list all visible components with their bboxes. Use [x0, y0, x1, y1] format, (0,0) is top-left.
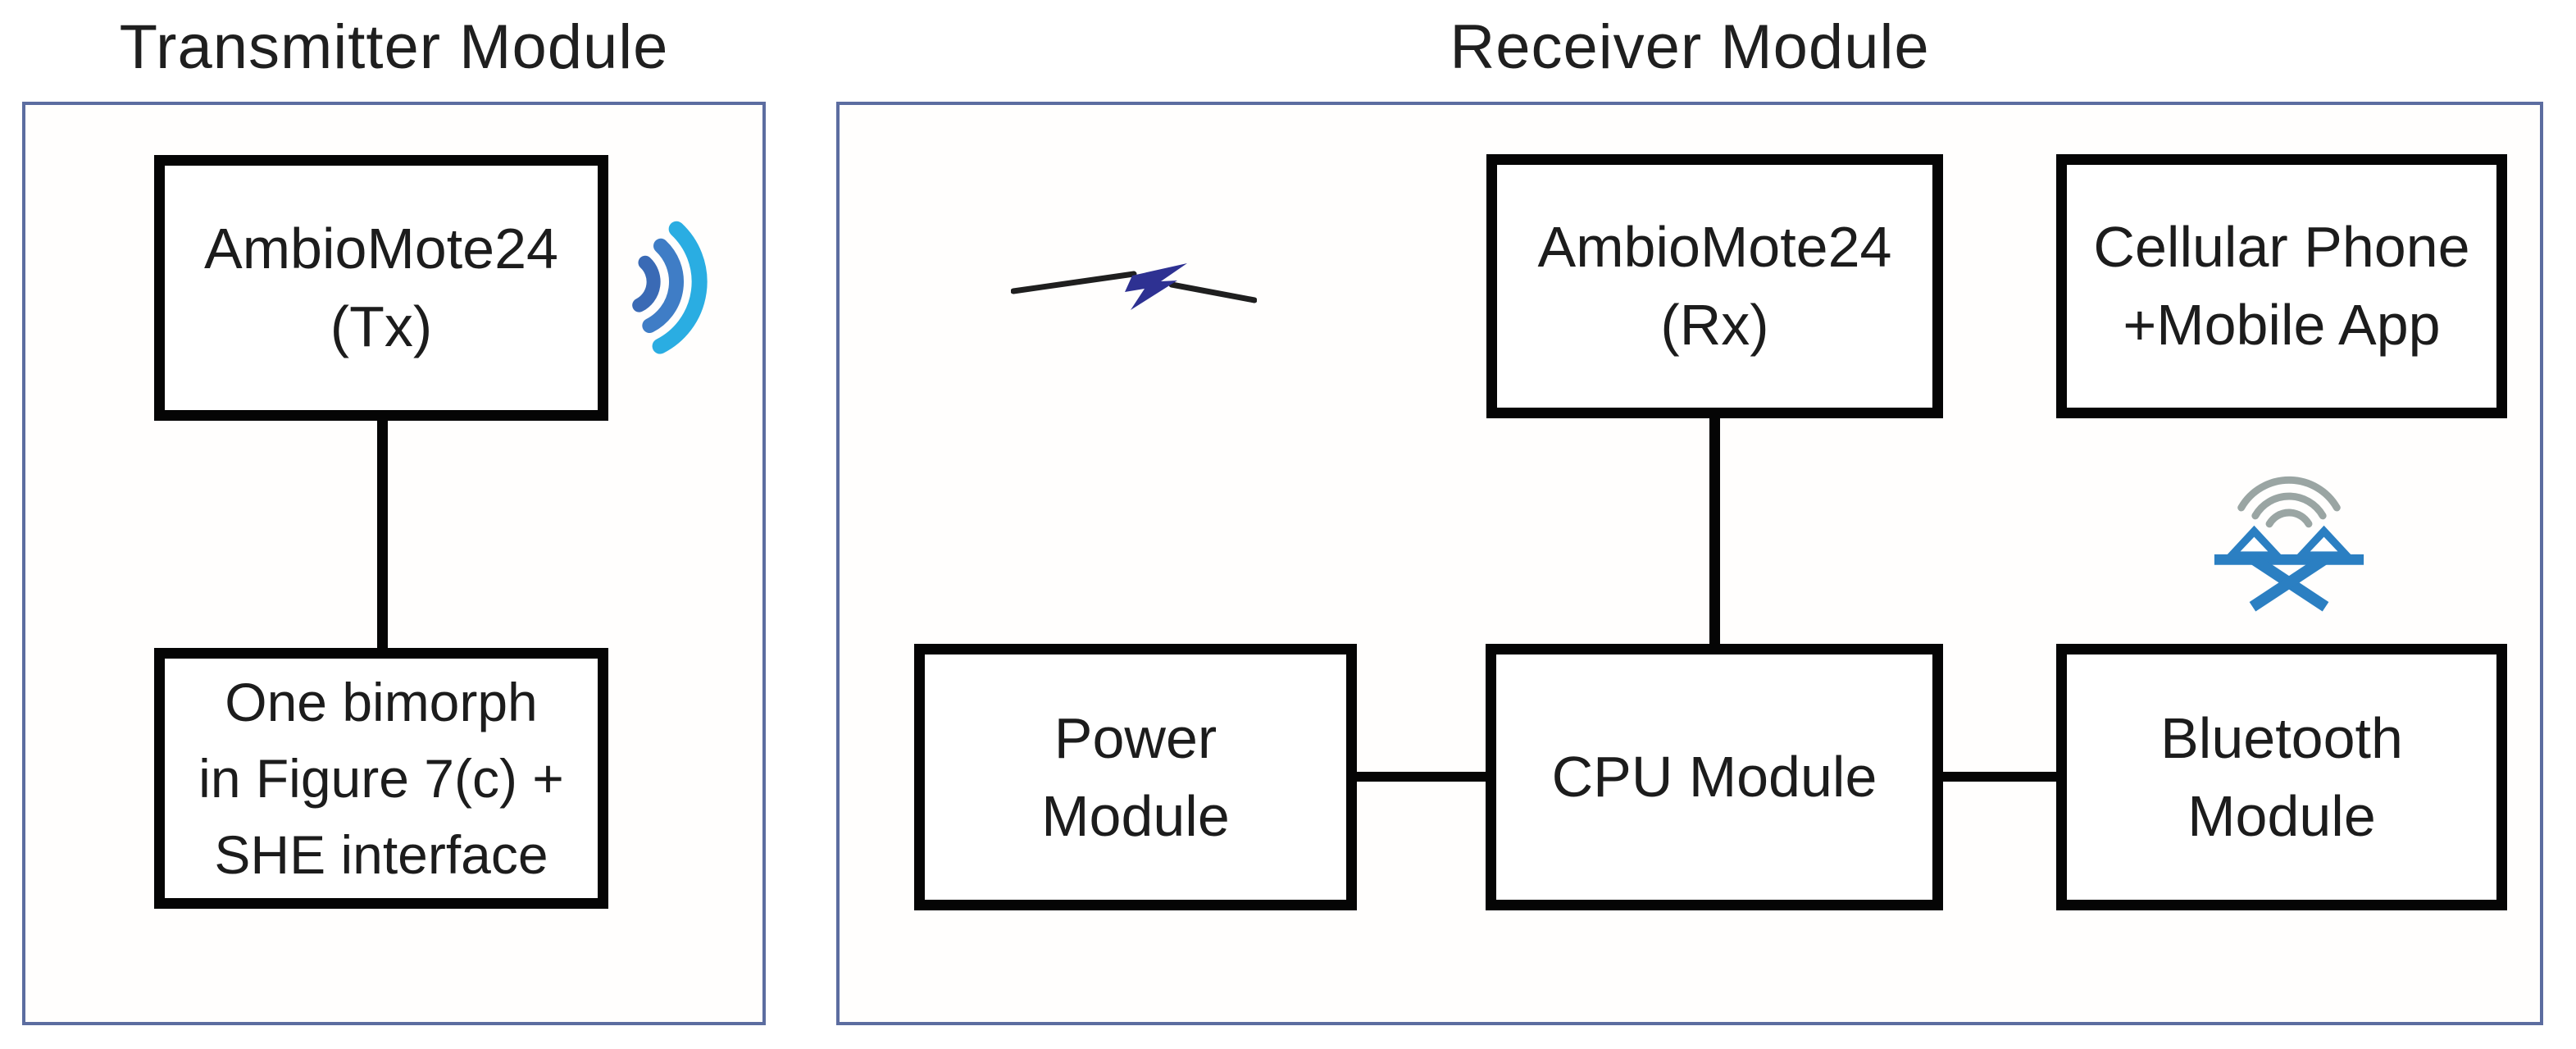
node-bimorph-she-interface: One bimorph in Figure 7(c) + SHE interfa… — [154, 648, 608, 909]
node-label: (Rx) — [1660, 293, 1769, 357]
bluetooth-rune — [2214, 525, 2364, 612]
node-label: AmbioMote24 — [1537, 215, 1892, 279]
node-ambiomote-tx: AmbioMote24 (Tx) — [154, 155, 608, 421]
transmitter-module-title: Transmitter Module — [119, 12, 669, 82]
node-cellular-phone-app: Cellular Phone +Mobile App — [2056, 154, 2507, 418]
node-label: CPU Module — [1551, 745, 1877, 809]
node-label: (Tx) — [330, 294, 433, 358]
node-ambiomote-rx: AmbioMote24 (Rx) — [1486, 154, 1943, 418]
node-power-module: Power Module — [914, 644, 1357, 910]
node-label: One bimorph — [225, 671, 538, 732]
connector-cpu-to-bluetooth — [1939, 772, 2059, 782]
bluetooth-signal-icon — [2214, 476, 2364, 612]
radio-signal-waves-icon — [632, 221, 708, 354]
node-label: Module — [2187, 783, 2376, 848]
node-label: SHE interface — [214, 823, 548, 885]
connector-tx-to-bimorph — [377, 417, 388, 650]
node-label: +Mobile App — [2123, 293, 2441, 357]
node-cpu-module: CPU Module — [1486, 644, 1943, 910]
node-label: Bluetooth — [2160, 705, 2403, 770]
node-label: Cellular Phone — [2093, 215, 2470, 279]
node-label: AmbioMote24 — [204, 217, 558, 280]
node-label: Module — [1041, 783, 1230, 848]
node-label: in Figure 7(c) + — [198, 747, 564, 809]
node-label: Power — [1054, 705, 1217, 770]
node-bluetooth-module: Bluetooth Module — [2056, 644, 2507, 910]
connector-rx-to-cpu — [1709, 416, 1720, 646]
connector-power-to-cpu — [1353, 772, 1489, 782]
receiver-module-title: Receiver Module — [1450, 12, 1930, 82]
rf-link-lightning-icon — [1011, 263, 1257, 310]
